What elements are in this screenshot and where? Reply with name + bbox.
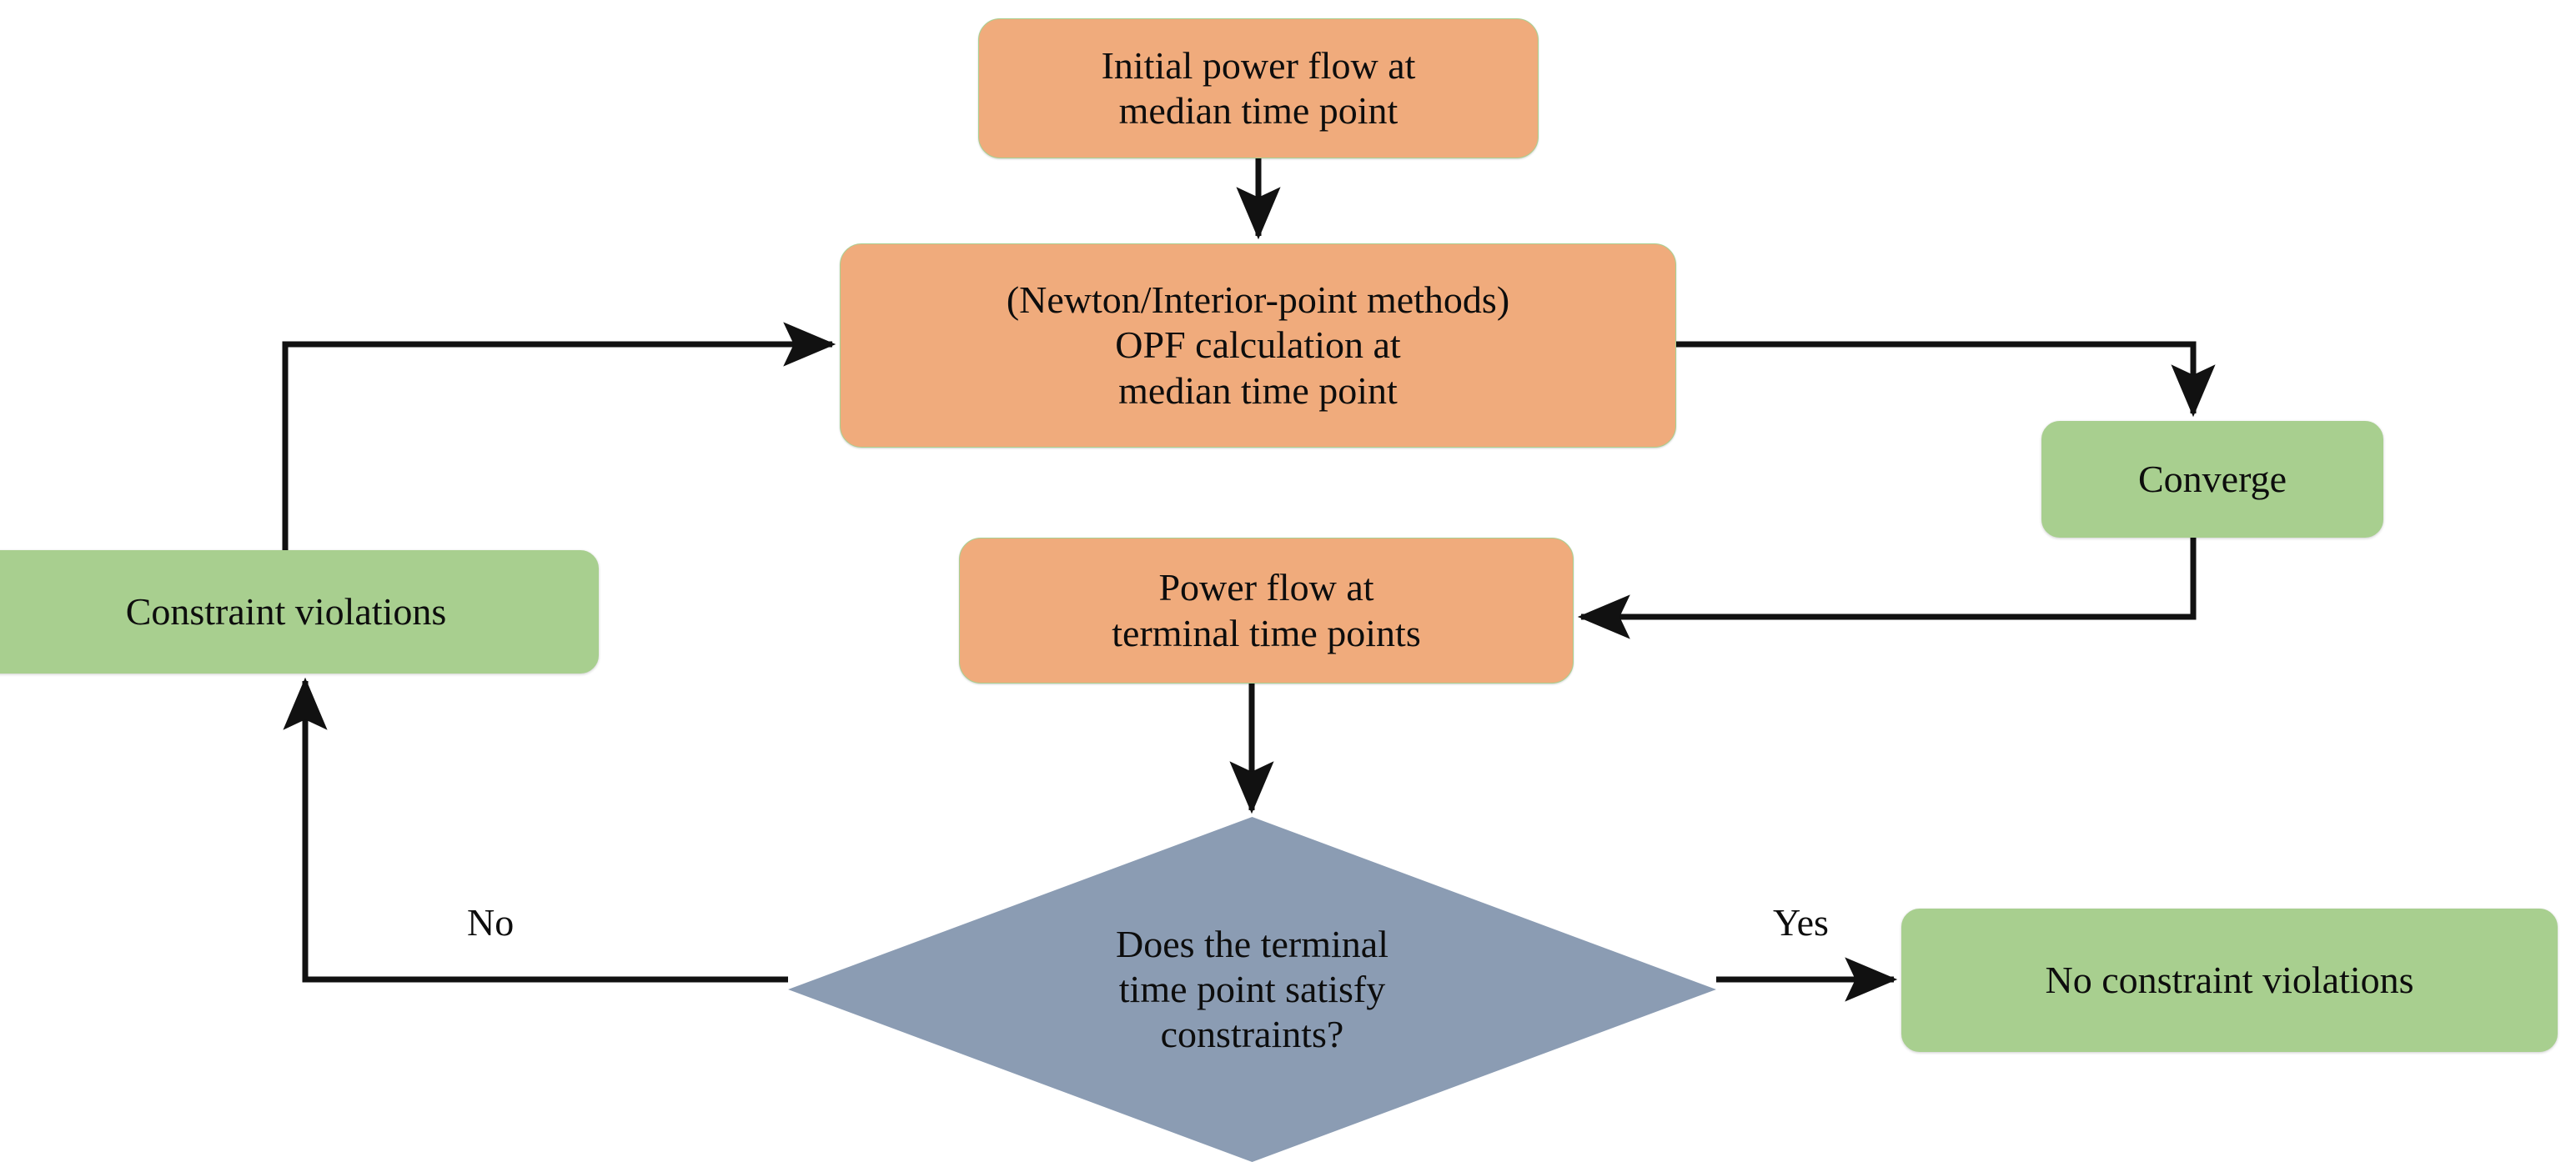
node-constraint-violations[interactable]: Constraint violations — [0, 550, 599, 674]
node-power-flow-terminal-label: Power flow at terminal time points — [1112, 566, 1421, 654]
edge-constraint-violations-to-opf — [282, 322, 836, 550]
edge-label-yes: Yes — [1773, 901, 1829, 944]
node-constraint-violations-label: Constraint violations — [125, 589, 447, 633]
node-converge[interactable]: Converge — [2041, 421, 2383, 538]
node-no-constraint-violations-label: No constraint violations — [2045, 958, 2414, 1001]
edge-decision-no-to-constraint-violations — [283, 677, 788, 983]
edge-opf-to-converge — [1676, 341, 2216, 418]
edge-label-no: No — [467, 901, 515, 944]
node-opf-calculation-label: (Newton/Interior-point methods) OPF calc… — [1006, 278, 1510, 412]
node-converge-label: Converge — [2137, 457, 2287, 500]
node-initial-power-flow-label: Initial power flow at median time point — [1101, 43, 1416, 132]
node-no-constraint-violations[interactable]: No constraint violations — [1901, 909, 2558, 1052]
node-terminal-constraint-decision[interactable]: Does the terminal time point satisfy con… — [788, 817, 1716, 1162]
decision-diamond-shape — [788, 817, 1716, 1162]
node-terminal-constraint-decision-label: Does the terminal time point satisfy con… — [1115, 922, 1388, 1056]
node-initial-power-flow[interactable]: Initial power flow at median time point — [978, 18, 1539, 158]
edge-converge-to-terminal-power-flow — [1577, 538, 2197, 639]
node-power-flow-terminal[interactable]: Power flow at terminal time points — [959, 538, 1574, 684]
node-opf-calculation[interactable]: (Newton/Interior-point methods) OPF calc… — [840, 243, 1676, 448]
